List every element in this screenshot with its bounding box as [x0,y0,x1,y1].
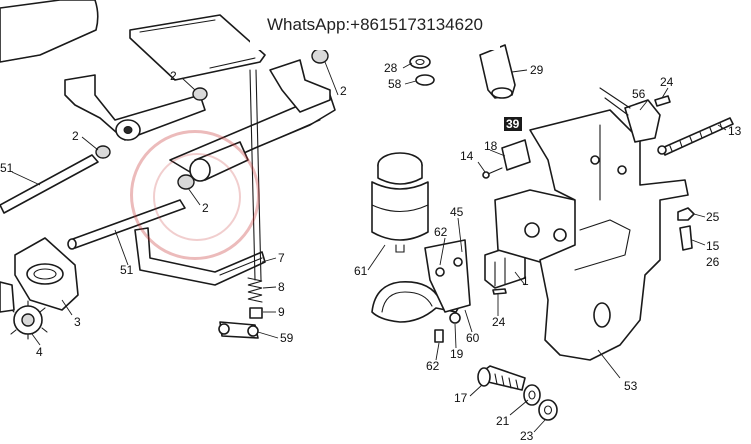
callout-39-box [504,117,522,131]
main-frame [529,109,689,361]
callout-51-b: 51 [120,263,134,277]
nut-28 [409,55,431,69]
nut-58 [415,74,435,86]
callout-24-a: 24 [660,75,674,89]
callout-29: 29 [530,63,544,77]
callout-4: 4 [36,345,43,359]
callout-14: 14 [460,149,474,163]
callout-2-c: 2 [340,84,347,98]
actuator [624,99,661,143]
contact-watermark: WhatsApp:+8615173134620 [250,0,500,50]
callout-56: 56 [632,87,646,101]
callouts: 2 2 2 2 51 51 7 8 9 59 3 4 28 58 29 24 5… [0,61,742,443]
nut-25 [677,207,695,221]
bushing-right [311,48,329,64]
leader-lines [11,61,727,433]
washer-23 [538,399,558,421]
callout-51-a: 51 [0,161,14,175]
callout-21: 21 [496,414,510,428]
callout-2-d: 2 [202,201,209,215]
callout-17: 17 [454,391,468,405]
callout-3: 3 [74,315,81,329]
callout-15: 15 [706,239,720,253]
callout-24-b: 24 [492,315,506,329]
callout-59: 59 [280,331,294,345]
lower-bracket [134,227,266,286]
callout-62-a: 62 [434,225,448,239]
bushing-left [95,145,111,159]
frame-slot [593,302,611,328]
callout-8: 8 [278,280,285,294]
callout-19: 19 [450,347,464,361]
callout-23: 23 [520,429,534,443]
callout-18: 18 [484,139,498,153]
callout-61: 61 [354,264,368,278]
spring [247,277,263,303]
callout-53: 53 [624,379,638,393]
micro-switch [501,139,531,171]
callout-26: 26 [706,255,720,269]
callout-9: 9 [278,305,285,319]
callout-45: 45 [450,205,464,219]
bushing-top [192,87,208,101]
callout-7: 7 [278,251,285,265]
callout-39: 39 [506,117,520,131]
washer-21 [523,384,541,406]
callout-1: 1 [522,274,529,288]
nut-19 [449,312,461,324]
callout-60: 60 [466,331,480,345]
callout-13: 13 [728,124,742,138]
callout-62-b: 62 [426,359,440,373]
shaft-upper [0,154,99,214]
shaft-lower [69,199,186,249]
callout-2-a: 2 [170,69,177,83]
seat-plate [129,14,266,81]
callout-58: 58 [388,77,402,91]
callout-25: 25 [706,210,720,224]
bushing-mid [177,174,195,190]
callout-28: 28 [384,61,398,75]
callout-2-b: 2 [72,129,79,143]
bolt-15 [679,225,693,251]
cable [661,117,734,156]
seat-pad [0,0,99,63]
